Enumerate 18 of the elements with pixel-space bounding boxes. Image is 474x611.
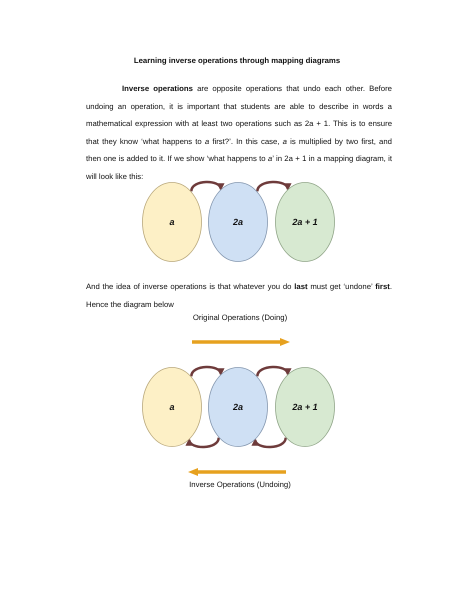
curved-arrow bbox=[190, 180, 223, 192]
curved-arrow bbox=[187, 437, 220, 448]
set-ellipse bbox=[208, 182, 268, 262]
set-ellipse bbox=[142, 182, 202, 262]
curved-arrow bbox=[256, 366, 290, 377]
expression-text: a bbox=[170, 217, 174, 227]
expression-text: 2a bbox=[233, 402, 243, 412]
curved-arrow bbox=[256, 180, 290, 192]
expression-text: 2a + 1 bbox=[292, 402, 318, 412]
set-ellipse bbox=[275, 182, 335, 262]
set-ellipse bbox=[275, 367, 335, 447]
curved-arrow bbox=[253, 437, 287, 448]
expression-text: 2a bbox=[233, 217, 243, 227]
expression-text: 2a + 1 bbox=[292, 217, 318, 227]
curved-arrow bbox=[190, 366, 223, 377]
set-ellipse bbox=[208, 367, 268, 447]
set-ellipse bbox=[142, 367, 202, 447]
expression-text: a bbox=[170, 402, 174, 412]
